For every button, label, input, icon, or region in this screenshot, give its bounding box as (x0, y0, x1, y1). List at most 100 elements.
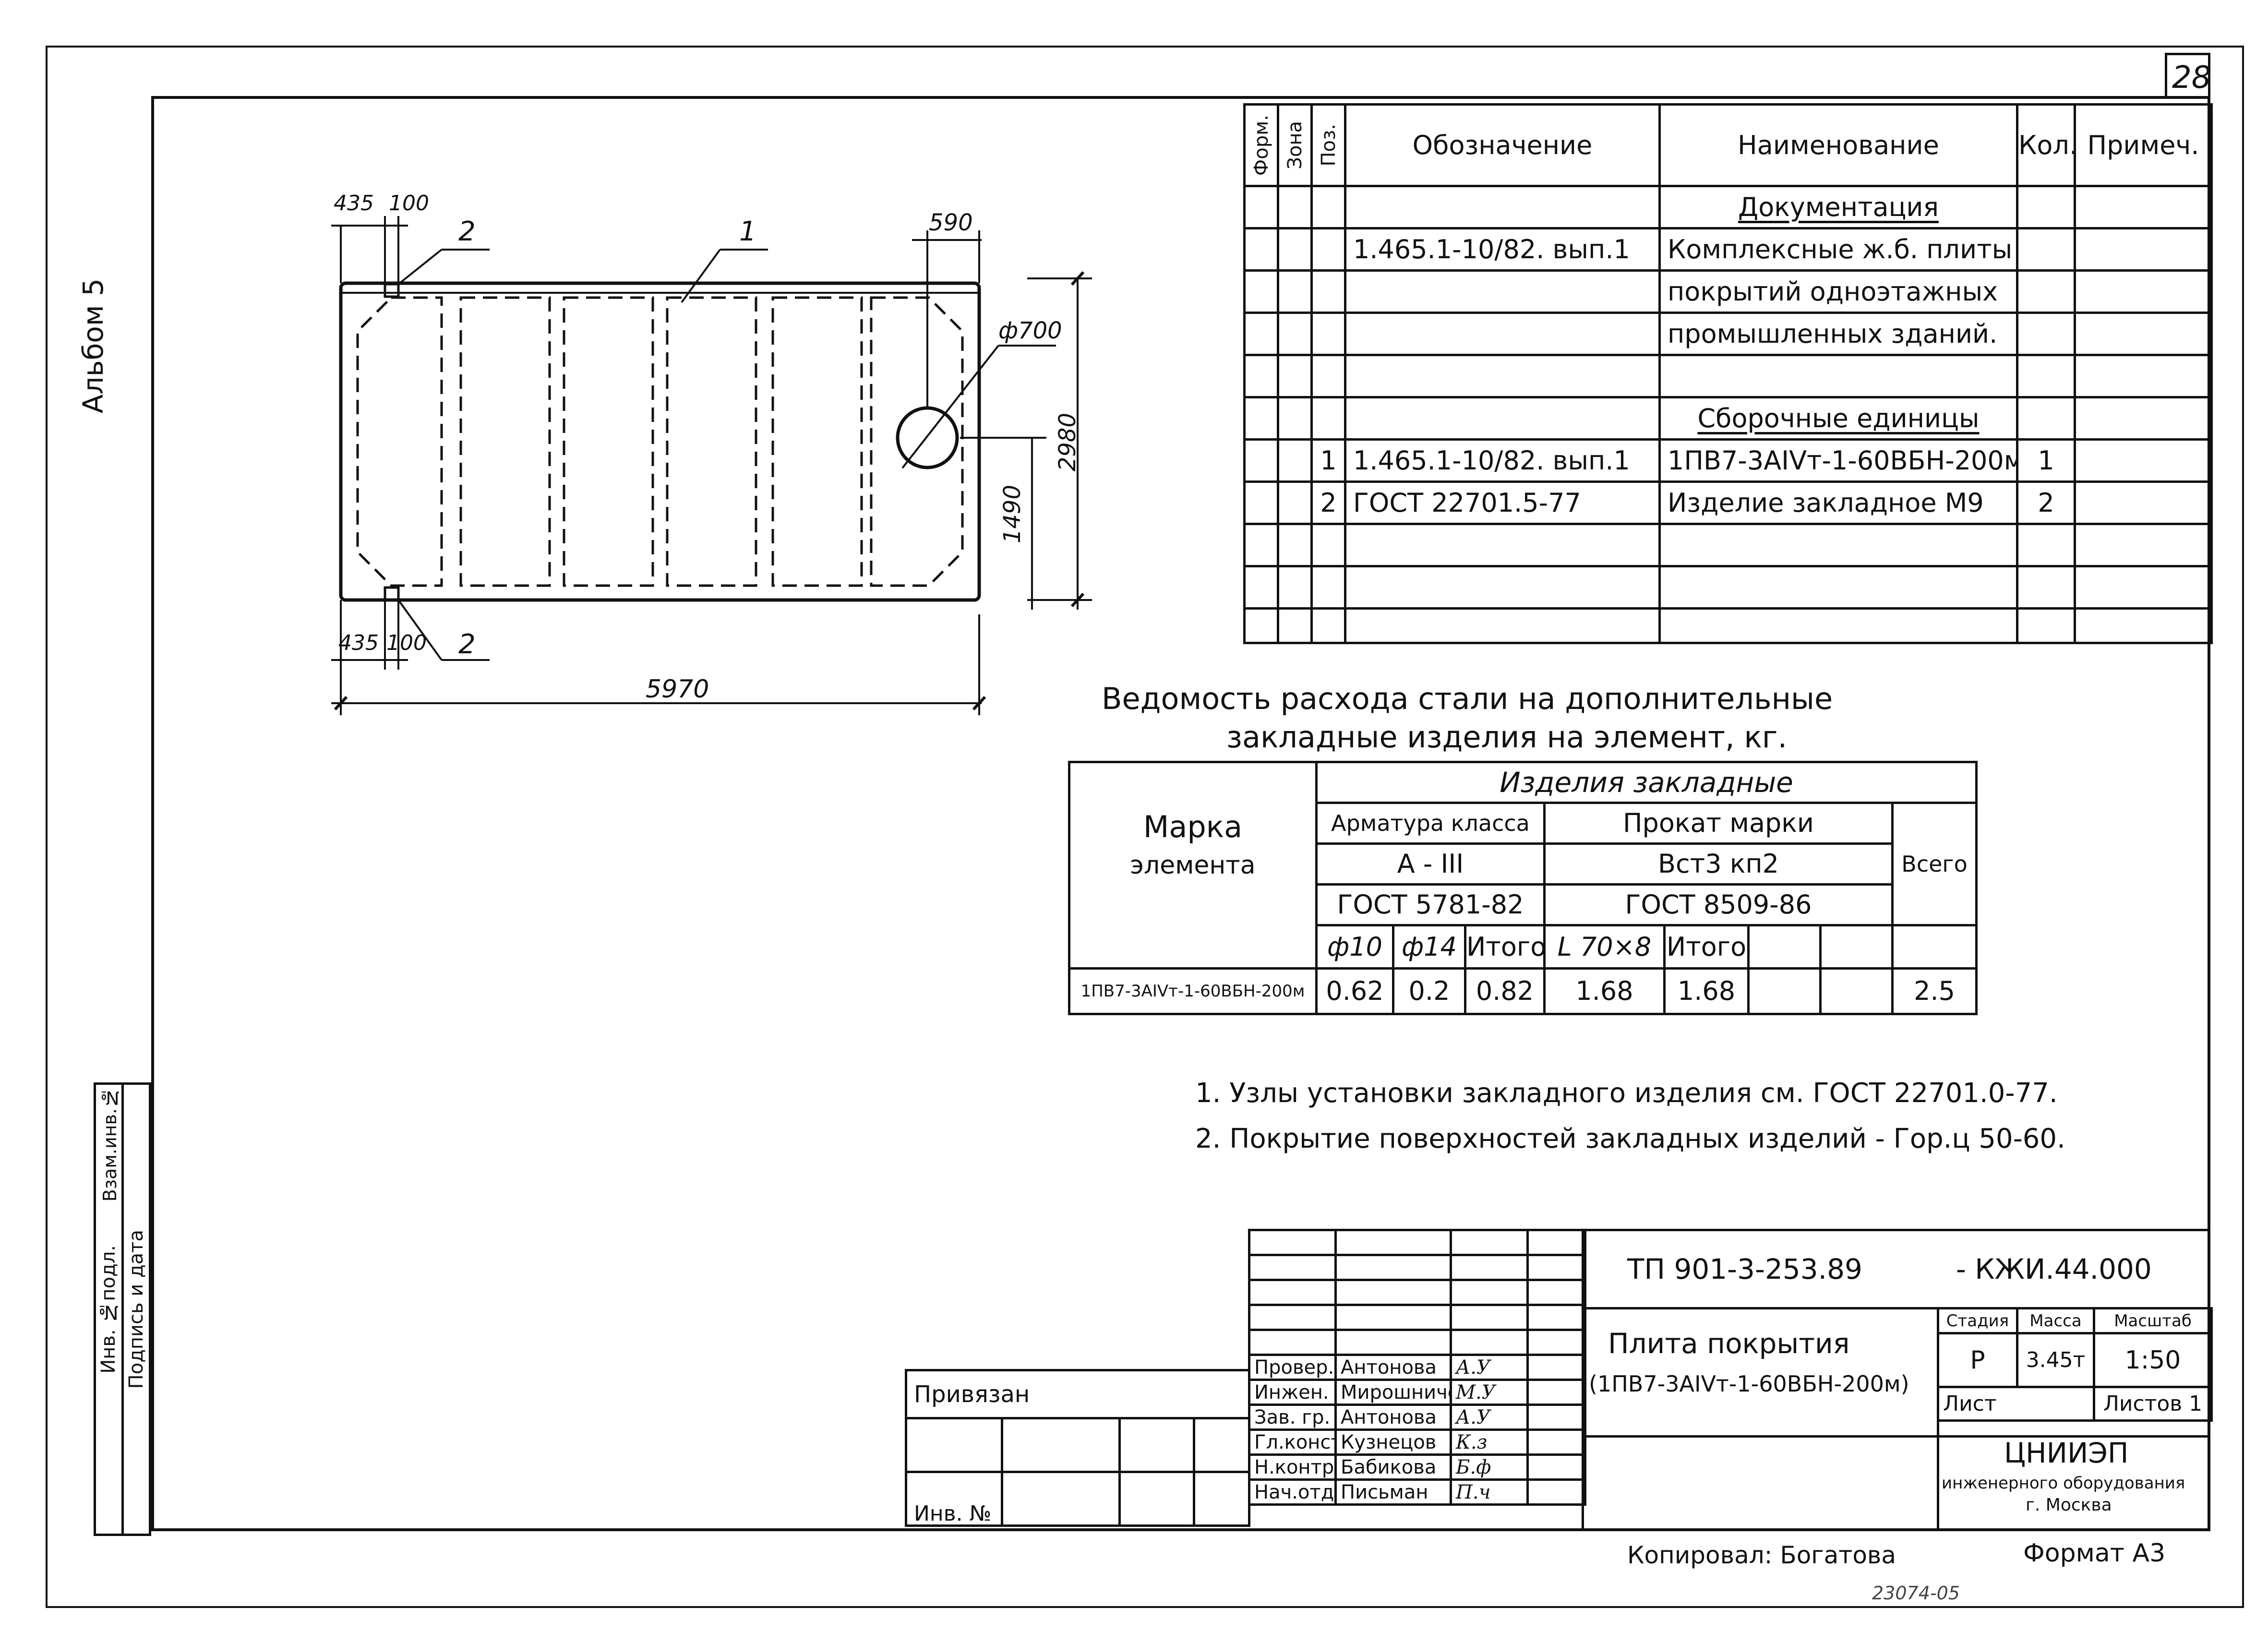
binding-label: Привязан (905, 1369, 1250, 1419)
dim-d700: ф700 (998, 317, 1062, 344)
rolled-grade: Вст3 кп2 (1543, 842, 1894, 886)
header-format: Форм. (1250, 114, 1272, 176)
mass-header: Масса (2016, 1307, 2095, 1334)
drawing-frame (151, 96, 2210, 1531)
sheet-number-box (2165, 53, 2210, 98)
paper-format: Формат А3 (2023, 1539, 2166, 1568)
signer-row: Инжен.МирошниченкоМ.У (1248, 1379, 1586, 1406)
header-qty: Кол. (2016, 103, 2076, 187)
steel-title-line-1: Ведомость расхода стали на дополнительны… (1102, 681, 1833, 716)
col-angle: L 70×8 (1543, 924, 1666, 970)
header-pos: Поз. (1317, 124, 1340, 167)
organization-name: ЦНИИЭП (2004, 1437, 2129, 1469)
title-divider-1 (1582, 1307, 2210, 1309)
rebar-class: Арматура класса (1315, 802, 1546, 845)
organization-dept: инженерного оборудования (1942, 1474, 2185, 1493)
title-block-right (1582, 1229, 2210, 1531)
dim-1490: 1490 (999, 485, 1026, 544)
col-d14: ф14 (1392, 924, 1466, 970)
rib-cell (563, 296, 654, 587)
table-row (1243, 607, 2213, 644)
header-zone: Зона (1284, 121, 1306, 169)
side-stamp-sign: Подпись и дата (125, 1229, 147, 1389)
header-designation: Обозначение (1344, 103, 1661, 187)
rib-cell (459, 296, 551, 587)
copied-by: Копировал: Богатова (1627, 1541, 1896, 1569)
row-mark: 1ПВ7-3АIVт-1-60ВБН-200м (1068, 967, 1318, 1015)
table-row: Сборочные единицы (1243, 396, 2213, 441)
group-header: Изделия закладные (1315, 761, 1978, 804)
document-code-suffix: - КЖИ.44.000 (1956, 1253, 2152, 1285)
side-stamp-replace: Взам.инв.№ (99, 1087, 120, 1202)
row-total: 2.5 (1891, 967, 1978, 1015)
rolled-header: Прокат марки (1543, 802, 1894, 845)
steel-title-line-2: закладные изделия на элемент, кг. (1226, 720, 1788, 755)
dim-590: 590 (929, 209, 973, 236)
drawing-title-2: (1ПВ7-3АIVт-1-60ВБН-200м) (1589, 1371, 1909, 1397)
organization-city: г. Москва (2026, 1495, 2112, 1515)
table-row: покрытий одноэтажных (1243, 269, 2213, 314)
scale-value: 1:50 (2093, 1332, 2213, 1388)
mark-header-2: элемента (1130, 851, 1256, 880)
rib-cell (356, 296, 443, 587)
dim-100-top: 100 (389, 191, 429, 216)
scale-header: Масштаб (2093, 1307, 2213, 1334)
inv-number-label: Инв. № (905, 1471, 1003, 1527)
rib-cell (870, 296, 964, 587)
table-row: промышленных зданий. (1243, 312, 2213, 356)
dim-100-bottom: 100 (386, 631, 427, 655)
header-name: Наименование (1658, 103, 2018, 187)
binding-block: Привязан Инв. № (905, 1369, 1250, 1527)
callout-pos-2-top: 2 (458, 216, 476, 247)
dim-5970: 5970 (646, 675, 709, 704)
rebar-grade: А - III (1315, 842, 1546, 886)
callout-pos-2-bottom: 2 (458, 629, 476, 660)
dim-435-top: 435 (334, 191, 374, 216)
mark-header-1: Марка (1143, 809, 1243, 844)
table-row: 1ПВ7-3АIVт-1-60ВБН-200м 0.62 0.2 0.82 1.… (1068, 967, 1978, 1015)
opening-circle (896, 406, 959, 469)
col-total-rebar: Итого (1464, 924, 1546, 970)
archive-number: 23074-05 (1872, 1583, 1960, 1604)
mass-value: 3.45т (2016, 1332, 2095, 1388)
note-1: 1. Узлы установки закладного изделия см.… (1195, 1078, 2058, 1109)
total-header: Всего (1891, 802, 1978, 926)
drawing-title-1: Плита покрытия (1608, 1327, 1850, 1360)
dim-435-bottom: 435 (338, 631, 379, 655)
stage-value: Р (1937, 1332, 2018, 1388)
table-row (1243, 565, 2213, 610)
spec-table: Форм. Зона Поз. Обозначение Наименование… (1243, 103, 2213, 644)
title-divider-2 (1582, 1435, 2210, 1438)
steel-table: Марка элемента Изделия закладные Арматур… (1068, 761, 1978, 1015)
side-stamp-inv: Инв. №подл. (97, 1245, 120, 1374)
embedded-item-bottom (384, 586, 400, 601)
outer-border (46, 46, 2244, 1608)
table-row: Документация (1243, 185, 2213, 229)
sheet-number: 28 (2172, 60, 2211, 96)
col-total-rolled: Итого (1663, 924, 1750, 970)
rolled-gost: ГОСТ 8509-86 (1543, 883, 1894, 926)
album-label: Альбом 5 (77, 278, 109, 414)
note-2: 2. Покрытие поверхностей закладных издел… (1195, 1123, 2065, 1154)
document-code: ТП 901-3-253.89 (1627, 1253, 1862, 1285)
dim-2980: 2980 (1054, 413, 1081, 472)
col-d10: ф10 (1315, 924, 1394, 970)
side-stamp: Инв. №подл. Подпись и дата (94, 1082, 151, 1536)
slab-plan (331, 216, 1092, 715)
rib-cell (771, 296, 863, 587)
rebar-gost: ГОСТ 5781-82 (1315, 883, 1546, 926)
stage-header: Стадия (1937, 1307, 2018, 1334)
table-row (1243, 354, 2213, 398)
slab-outline (339, 281, 981, 602)
header-note: Примеч. (2074, 103, 2213, 187)
